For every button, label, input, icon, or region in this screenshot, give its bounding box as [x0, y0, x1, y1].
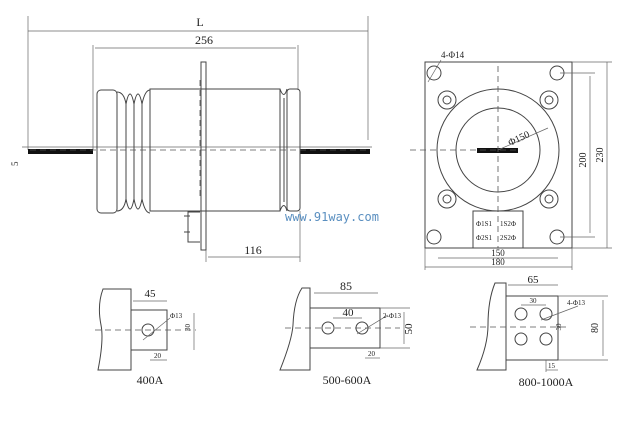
dim-180: 180 — [491, 257, 505, 267]
terminal-2s2: 2S2Φ — [500, 234, 516, 242]
hole-400a: Φ13 — [170, 312, 183, 320]
hole-800a: 4-Φ13 — [567, 299, 585, 307]
dim-116: 116 — [244, 243, 262, 257]
dim-230: 230 — [595, 148, 606, 163]
dim-30-800a: 30 — [530, 297, 538, 305]
dim-200: 200 — [578, 153, 589, 168]
dim-30v-800a: 30 — [555, 323, 563, 331]
label-800-1000a: 800-1000A — [519, 375, 574, 389]
primary-bar — [477, 148, 518, 153]
front-view: Φ150 4-Φ14 Φ1S1 1S2Φ Φ2S1 2S2Φ 150 180 2… — [410, 50, 612, 270]
dim-20-400a: 20 — [154, 352, 162, 360]
terminal-box — [472, 210, 524, 249]
dim-30-400a: 30 — [184, 324, 192, 332]
dim-50: 50 — [403, 323, 415, 335]
dim-256: 256 — [195, 33, 213, 47]
left-conductor-rod — [28, 149, 93, 154]
dim-40: 40 — [343, 307, 355, 319]
dim-45: 45 — [145, 288, 157, 300]
terminal-1s1: Φ1S1 — [476, 220, 493, 228]
bar-800a — [505, 295, 559, 361]
watermark: www.91way.com — [285, 210, 379, 224]
dim-5: 5 — [10, 161, 20, 166]
dim-15: 15 — [548, 362, 556, 370]
label-400a: 400A — [137, 373, 164, 387]
terminal-400a: 45 Φ13 30 20 400A — [95, 288, 196, 387]
left-flange — [96, 89, 118, 214]
dim-85: 85 — [340, 279, 352, 293]
dim-150: 150 — [491, 248, 505, 258]
dim-80: 80 — [590, 323, 601, 333]
terminal-500-600a: 85 40 2-Φ13 50 20 500-600A — [279, 279, 415, 387]
dim-65: 65 — [528, 274, 540, 286]
side-view: L 256 5 116 www.91way.com — [10, 15, 379, 262]
mounting-plate — [200, 61, 207, 251]
terminal-1s2: 1S2Φ — [500, 220, 516, 228]
terminal-2s1: Φ2S1 — [476, 234, 493, 242]
hole-500a: 2-Φ13 — [383, 312, 401, 320]
right-conductor-rod — [300, 149, 370, 154]
holes-label: 4-Φ14 — [441, 50, 465, 60]
terminal-800-1000a: 65 30 4-Φ13 30 80 15 800-1000A — [470, 274, 608, 389]
dim-L: L — [196, 15, 203, 29]
label-500-600a: 500-600A — [323, 373, 372, 387]
dim-20-500a: 20 — [368, 350, 376, 358]
